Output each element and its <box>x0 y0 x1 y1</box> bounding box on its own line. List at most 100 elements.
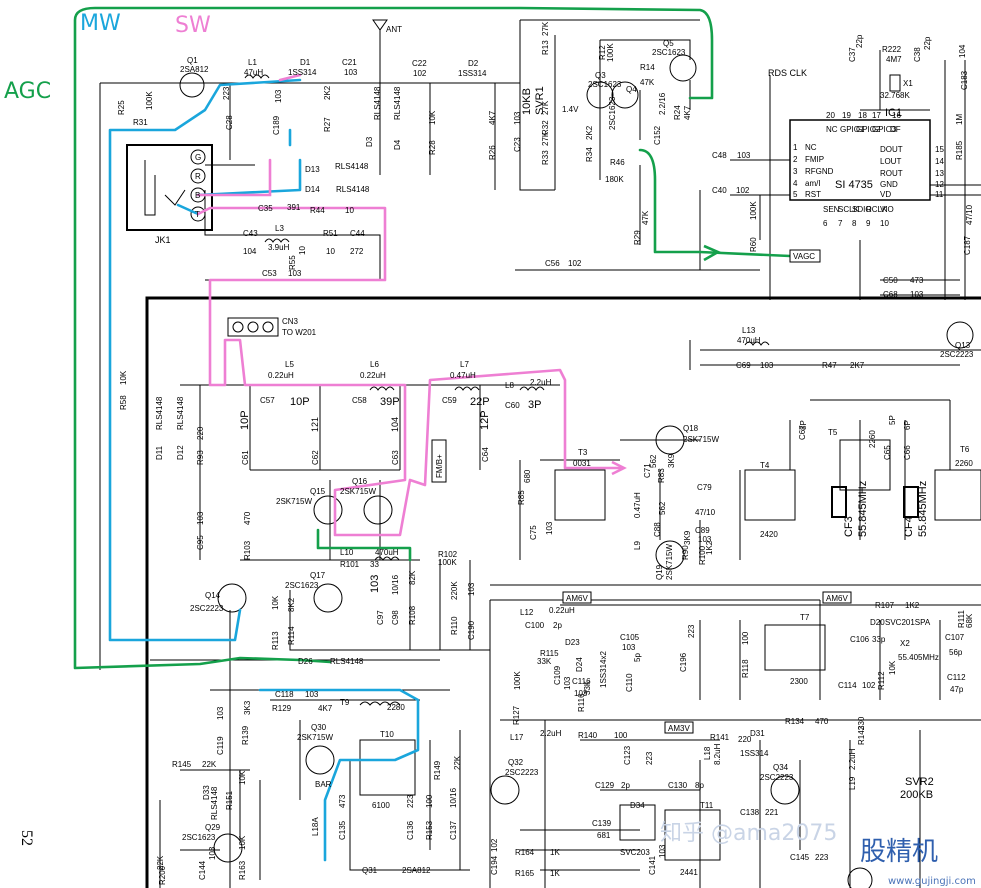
ic1-pin-17: GPIO3 <box>872 125 897 134</box>
svg-text:102: 102 <box>490 838 499 852</box>
cn3-label: CN3 <box>282 317 299 326</box>
svg-text:C53: C53 <box>262 269 277 278</box>
jack-pin-t: T <box>195 210 200 219</box>
svg-text:R200: R200 <box>158 865 167 885</box>
svg-text:L13: L13 <box>742 326 756 335</box>
ic1-pin-10: VIO <box>880 205 894 214</box>
svg-text:C75: C75 <box>529 525 538 540</box>
jack-pin-r: R <box>195 172 201 181</box>
svg-text:C144: C144 <box>198 860 207 880</box>
svg-text:121: 121 <box>310 417 320 432</box>
svg-text:C109: C109 <box>553 665 562 685</box>
svg-text:RLS4148: RLS4148 <box>176 396 185 430</box>
svg-text:681: 681 <box>597 831 611 840</box>
svg-text:220: 220 <box>738 735 752 744</box>
svg-text:3.9uH: 3.9uH <box>268 243 290 252</box>
svg-text:R165: R165 <box>515 869 535 878</box>
svg-text:100: 100 <box>741 631 750 645</box>
svg-text:2SK715W: 2SK715W <box>665 544 674 580</box>
ic1-pin-6-num: 6 <box>823 219 828 228</box>
svg-text:10K: 10K <box>238 835 247 850</box>
jack-pin-g: G <box>195 153 201 162</box>
sw-path-2 <box>196 73 302 197</box>
svg-text:R127: R127 <box>512 705 521 725</box>
svg-text:C66: C66 <box>903 445 912 460</box>
svg-text:RLS4148: RLS4148 <box>155 396 164 430</box>
svg-text:Q5: Q5 <box>663 39 674 48</box>
svg-text:C40: C40 <box>712 186 727 195</box>
svg-text:R118: R118 <box>741 659 750 678</box>
ic1-pin-13-num: 13 <box>935 169 944 178</box>
ic1-pin-9: RCLK <box>866 205 888 214</box>
svg-text:C116: C116 <box>572 677 591 686</box>
svg-text:4K7: 4K7 <box>318 704 333 713</box>
svg-text:6100: 6100 <box>372 801 390 810</box>
svg-text:2K2: 2K2 <box>323 85 332 100</box>
svg-text:RLS4148: RLS4148 <box>330 657 364 666</box>
svg-text:5P: 5P <box>888 415 897 425</box>
svg-text:RLS4148: RLS4148 <box>373 86 382 120</box>
ic1-pin-16: DF <box>890 125 901 134</box>
antenna-label: ANT <box>386 25 402 34</box>
svg-text:SVC203: SVC203 <box>620 848 650 857</box>
svg-text:C38: C38 <box>913 47 922 62</box>
agc-highlight-path <box>73 6 792 670</box>
svg-text:L5: L5 <box>285 360 294 369</box>
ic1-pin-17-num: 17 <box>872 111 881 120</box>
svg-text:RLS4148: RLS4148 <box>393 86 402 120</box>
svg-text:2SC1623: 2SC1623 <box>588 80 622 89</box>
svg-text:2p: 2p <box>621 781 630 790</box>
svg-text:102: 102 <box>568 259 582 268</box>
svg-text:2441: 2441 <box>680 868 698 877</box>
svg-text:C58: C58 <box>352 396 367 405</box>
ic1-pin-14-num: 14 <box>935 157 944 166</box>
svg-text:0.22uH: 0.22uH <box>360 371 386 380</box>
svg-text:D1: D1 <box>300 58 311 67</box>
svg-text:D14: D14 <box>305 185 320 194</box>
svg-text:1K2: 1K2 <box>705 540 714 555</box>
svg-text:Q17: Q17 <box>310 571 326 580</box>
svg-text:22K: 22K <box>453 755 462 770</box>
svg-text:C183: C183 <box>960 70 969 90</box>
svg-text:2p: 2p <box>553 621 562 630</box>
x2-name: X2 <box>900 639 910 648</box>
svg-text:C136: C136 <box>406 820 415 840</box>
sw-highlight-path <box>196 206 622 537</box>
svg-text:L18: L18 <box>703 746 712 760</box>
svg-text:L12: L12 <box>520 608 534 617</box>
svg-text:223: 223 <box>222 86 231 100</box>
svg-text:10K: 10K <box>428 110 437 125</box>
ic1-pin-10-num: 10 <box>880 219 889 228</box>
svg-text:2280: 2280 <box>387 703 405 712</box>
ic1-pin-4-num: 4 <box>793 179 798 188</box>
ic1-pin-1-num: 1 <box>793 143 798 152</box>
fmb-tag: FM/B+ <box>431 439 447 483</box>
svg-text:R33: R33 <box>541 150 550 165</box>
svg-text:T10: T10 <box>380 730 394 739</box>
svg-text:12P: 12P <box>479 410 491 430</box>
svg-text:BAR: BAR <box>315 780 332 789</box>
svg-text:L8: L8 <box>505 381 514 390</box>
svg-text:R129: R129 <box>272 704 292 713</box>
svg-text:AM6V: AM6V <box>566 594 588 603</box>
ic1-name: IC1 <box>885 107 902 119</box>
svg-text:2SC2223: 2SC2223 <box>760 773 794 782</box>
svg-text:103: 103 <box>196 511 205 525</box>
svg-text:R145: R145 <box>172 760 192 769</box>
svg-text:10: 10 <box>298 246 307 255</box>
svg-text:C37: C37 <box>848 47 857 62</box>
svg-text:C67: C67 <box>798 425 807 440</box>
svg-text:R101: R101 <box>340 560 360 569</box>
svg-text:102: 102 <box>862 681 876 690</box>
ic1-pin-1: NC <box>805 143 817 152</box>
agc-handwritten-label: AGC <box>4 79 51 104</box>
svg-text:R14: R14 <box>640 63 655 72</box>
svg-text:8P: 8P <box>799 420 808 430</box>
svg-text:10/16: 10/16 <box>449 787 458 808</box>
svg-text:R107: R107 <box>875 601 895 610</box>
svg-text:D4: D4 <box>393 139 402 150</box>
svg-text:L10: L10 <box>340 548 354 557</box>
svg-text:10: 10 <box>326 247 335 256</box>
svg-text:68K: 68K <box>965 613 974 628</box>
